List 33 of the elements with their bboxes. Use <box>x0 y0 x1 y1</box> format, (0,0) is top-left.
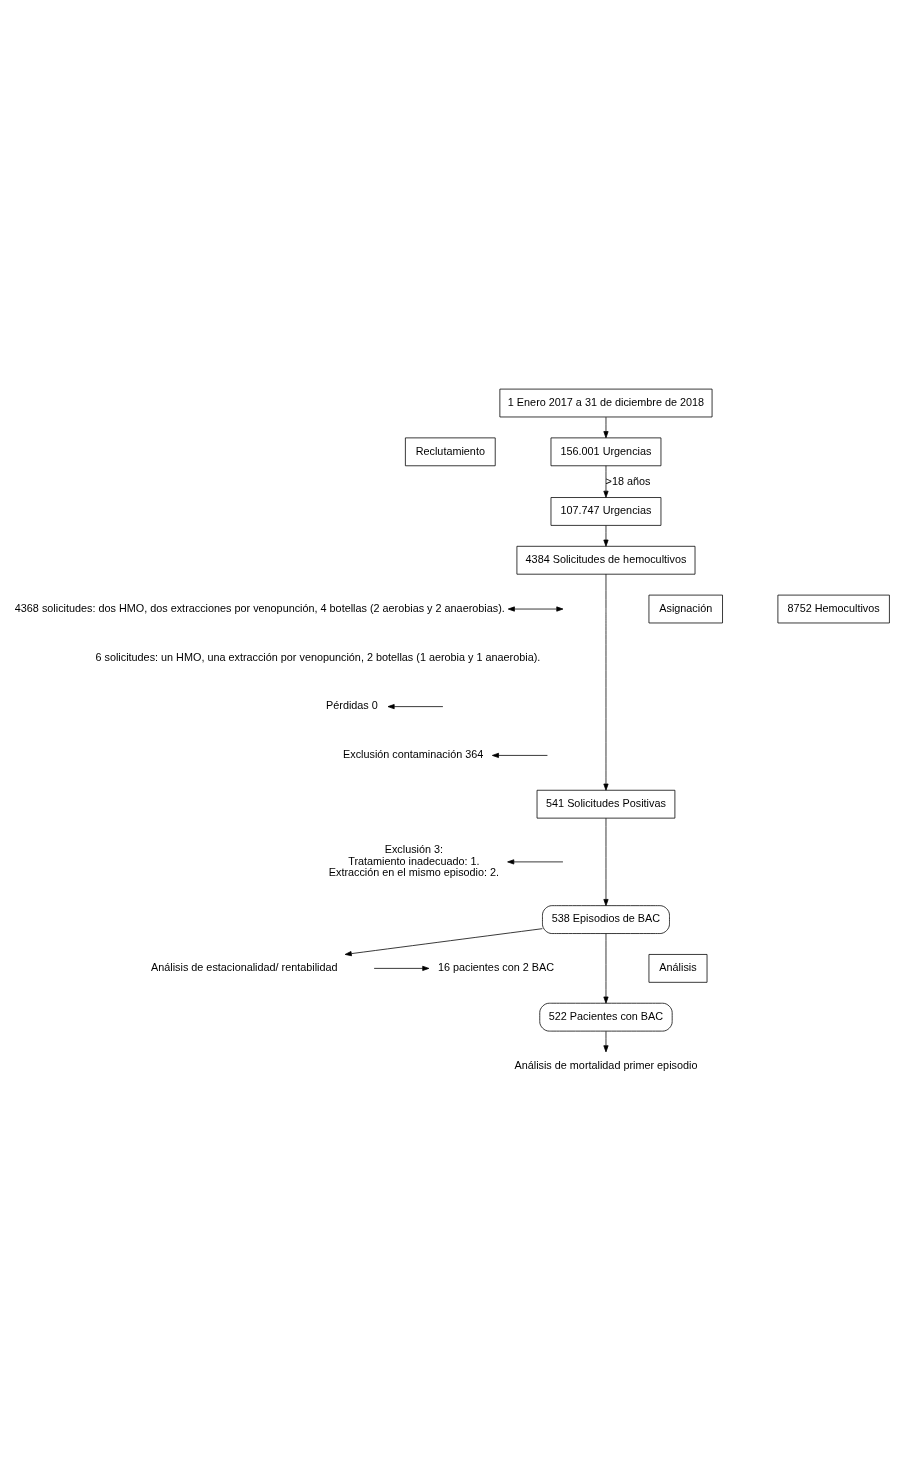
node-text: 6 solicitudes: un HMO, una extracción por venopunción, 2 botellas (1 aerobia y 1 anaerobia). <box>95 650 541 663</box>
arrow <box>507 858 564 864</box>
node-text: 16 pacientes con 2 BAC <box>437 960 555 973</box>
arrow <box>603 464 609 498</box>
node-box: 522 Pacientes con BAC <box>539 1002 673 1031</box>
arrow <box>603 817 609 906</box>
node-box: 1 Enero 2017 a 31 de diciembre de 2018 <box>499 388 713 417</box>
arrow <box>344 927 543 956</box>
arrow <box>603 573 609 791</box>
node-text: Análisis de estacionalidad/ rentabilidad <box>151 960 338 973</box>
node-text: Exclusión contaminación 364 <box>343 747 484 760</box>
arrow <box>603 932 609 1004</box>
node-text: 4368 solicitudes: dos HMO, dos extracciones por venopunción, 4 botellas (2 aerobias y 2 anaerobias). <box>14 601 505 614</box>
node-box: 538 Episodios de BAC <box>542 904 670 934</box>
node-box: 156.001 Urgencias <box>550 437 662 466</box>
arrow <box>373 965 430 971</box>
node-text: Pérdidas 0 <box>326 698 378 711</box>
arrow <box>603 1030 609 1052</box>
arrow <box>507 606 564 612</box>
node-box: Reclutamiento <box>405 437 496 466</box>
node-box: 4384 Solicitudes de hemocultivos <box>516 545 696 575</box>
arrow <box>491 752 548 758</box>
node-box: Asignación <box>648 594 723 623</box>
node-box: 8752 Hemocultivos <box>777 594 890 623</box>
node-text: Exclusión 3: Tratamiento inadecuado: 1. Extracción en el mismo episodio: 2. <box>328 842 500 878</box>
arrow <box>603 524 609 547</box>
node-box: Análisis <box>648 953 708 983</box>
node-text: Análisis de mortalidad primer episodio <box>514 1058 698 1071</box>
arrow <box>603 416 609 438</box>
node-box: 541 Solicitudes Positivas <box>536 789 676 819</box>
arrow <box>387 703 444 709</box>
edge-label: >18 años <box>605 474 651 487</box>
node-box: 107.747 Urgencias <box>550 496 662 526</box>
